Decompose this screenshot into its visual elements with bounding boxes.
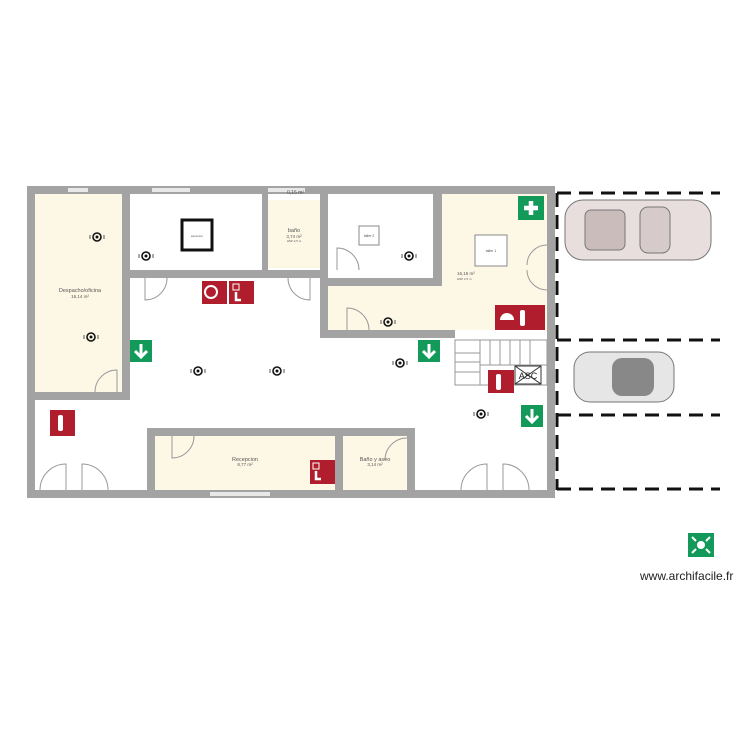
taller1-box — [474, 234, 508, 267]
despacho-area: 16,14 m² — [71, 294, 89, 299]
bano-height: HSP 2,5 m — [287, 239, 302, 243]
fire-alarm-icon — [229, 281, 254, 304]
fire-hose-icon — [202, 281, 227, 304]
taller2-label: taller 2 — [364, 234, 375, 238]
fire-alarm-icon — [310, 460, 335, 484]
asc-label: ASC — [519, 371, 538, 381]
car-icon — [573, 351, 675, 403]
room-recepcion — [155, 436, 335, 490]
bano-area: 3,74 m² — [286, 234, 302, 239]
taller1-label: taller 1 — [486, 249, 497, 253]
small-area-label: 0,15 m² — [287, 190, 304, 196]
fire-extinguisher-icon — [50, 410, 75, 436]
windows — [68, 188, 305, 496]
room-bano-aseo — [343, 436, 407, 490]
room-bano — [268, 200, 320, 268]
taller2-box — [358, 225, 380, 246]
exit-arrow-icon — [128, 338, 154, 364]
car-icon — [564, 199, 712, 261]
despacho-name: Despacho/oficina — [59, 288, 102, 294]
asc-box: ASC — [514, 365, 542, 385]
taller1-height: HSP 2,5 m — [457, 277, 472, 281]
exit-arrow-icon — [416, 338, 442, 364]
walls — [27, 186, 555, 498]
bano-aseo-area: 3,14 m² — [367, 462, 383, 467]
assembly-point-icon — [688, 533, 714, 557]
taller1-area: 16,16 m² — [457, 271, 475, 276]
first-aid-icon — [518, 196, 544, 220]
fire-extinguisher-icon — [488, 370, 514, 393]
room-despacho — [35, 194, 122, 392]
fire-bell-icon — [495, 305, 545, 330]
bano-name: baño — [288, 228, 300, 234]
ascensor-label: ascensor — [191, 234, 203, 238]
recepcion-name: Recepcion — [232, 457, 258, 463]
exit-arrow-icon — [519, 403, 545, 429]
elevator-shaft — [180, 218, 214, 252]
doors[interactable] — [39, 244, 548, 491]
watermark: www.archifacile.fr — [640, 569, 734, 583]
recepcion-area: 8,77 m² — [237, 462, 253, 467]
parking-lines — [555, 191, 720, 491]
room-taller1 — [328, 194, 547, 330]
bano-aseo-name: Baño y aseo — [360, 457, 391, 463]
